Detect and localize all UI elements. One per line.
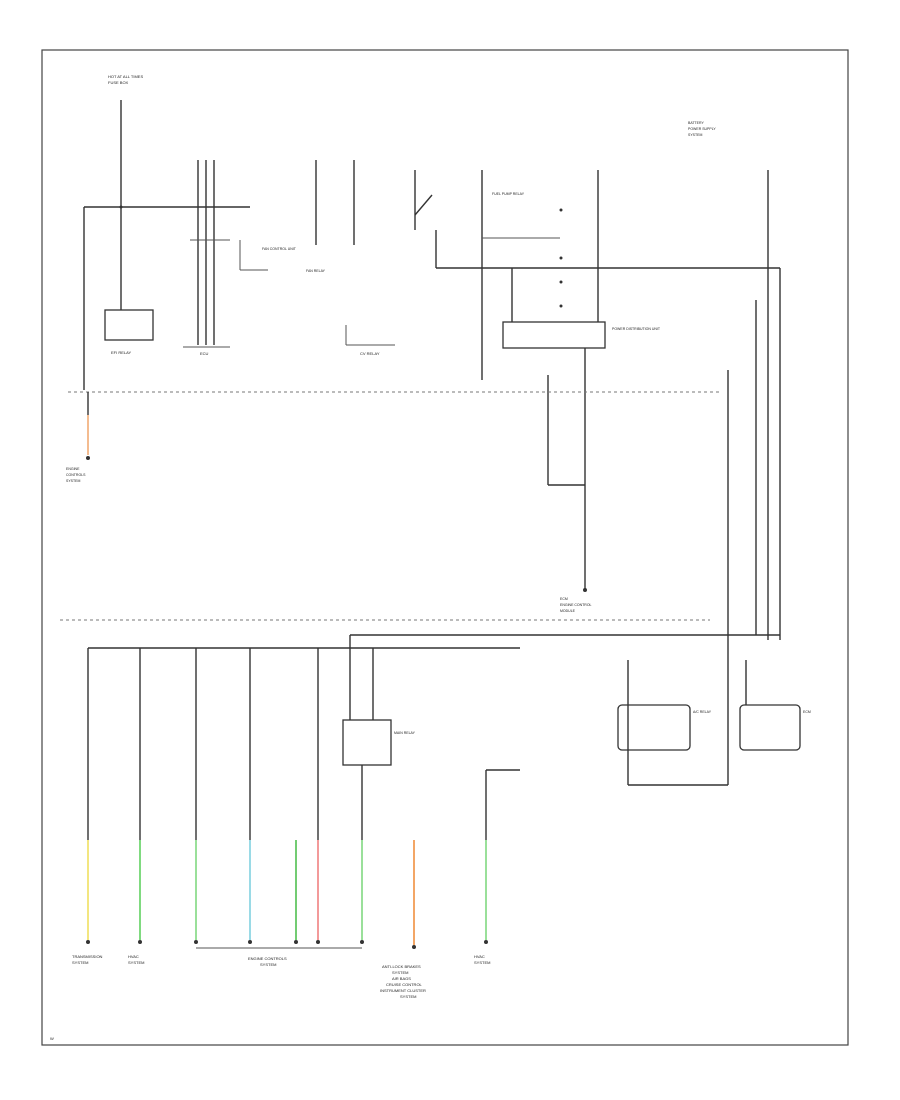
hvac-2-label: HVAC bbox=[474, 954, 485, 959]
hvac-1-label: SYSTEM bbox=[128, 960, 144, 965]
transmission-label: TRANSMISSION bbox=[72, 954, 103, 959]
ecm-label: ECM bbox=[803, 710, 811, 714]
ecm-box bbox=[739, 704, 801, 751]
center-ground-label: ECM bbox=[560, 597, 568, 601]
engine-controls-label: SYSTEM bbox=[260, 962, 276, 967]
hvac-2-label: SYSTEM bbox=[474, 960, 490, 965]
multi-system-label: SYSTEM bbox=[400, 994, 416, 999]
top-source-label: FUSE BOX bbox=[108, 80, 129, 85]
fan-control-unit-label: FAN CONTROL UNIT bbox=[262, 247, 297, 251]
ac-relay-label: A/C RELAY bbox=[693, 710, 712, 714]
engine-controls-label: ENGINE CONTROLS bbox=[248, 956, 287, 961]
pdu-box bbox=[502, 321, 606, 349]
fan-relay-label: FAN RELAY bbox=[306, 269, 326, 273]
transmission-label: SYSTEM bbox=[72, 960, 88, 965]
main-relay-label: MAIN RELAY bbox=[394, 731, 416, 735]
top-source-label: HOT AT ALL TIMES bbox=[108, 74, 143, 79]
left-ground-label: SYSTEM bbox=[66, 479, 80, 483]
right-note: POWER SUPPLY bbox=[688, 127, 716, 131]
left-ground-label: ENGINE bbox=[66, 467, 80, 471]
page-id: W bbox=[50, 1036, 54, 1041]
ac-relay-box bbox=[617, 704, 691, 751]
center-ground-label: ENGINE CONTROL bbox=[560, 603, 592, 607]
efi-relay-box bbox=[104, 309, 154, 341]
cv-relay-label: CV RELAY bbox=[360, 351, 380, 356]
multi-system-label: INSTRUMENT CLUSTER bbox=[380, 988, 426, 993]
center-ground-label: MODULE bbox=[560, 609, 576, 613]
multi-system-label: AIR BAGS bbox=[392, 976, 411, 981]
right-note: BATTERY bbox=[688, 121, 704, 125]
hvac-1-label: HVAC bbox=[128, 954, 139, 959]
left-ground-label: CONTROLS bbox=[66, 473, 86, 477]
multi-system-label: ANTI-LOCK BRAKES bbox=[382, 964, 421, 969]
ecu-label: ECU bbox=[200, 351, 209, 356]
multi-system-label: SYSTEM bbox=[392, 970, 408, 975]
diagram-frame bbox=[41, 49, 849, 1046]
fuel-pump-relay-label: FUEL PUMP RELAY bbox=[492, 192, 525, 196]
multi-system-label: CRUISE CONTROL bbox=[386, 982, 423, 987]
pdu-label: POWER DISTRIBUTION UNIT bbox=[612, 327, 661, 331]
efi-relay-label: EFI RELAY bbox=[111, 350, 131, 355]
main-relay-box bbox=[342, 719, 392, 766]
right-note: SYSTEM bbox=[688, 133, 702, 137]
